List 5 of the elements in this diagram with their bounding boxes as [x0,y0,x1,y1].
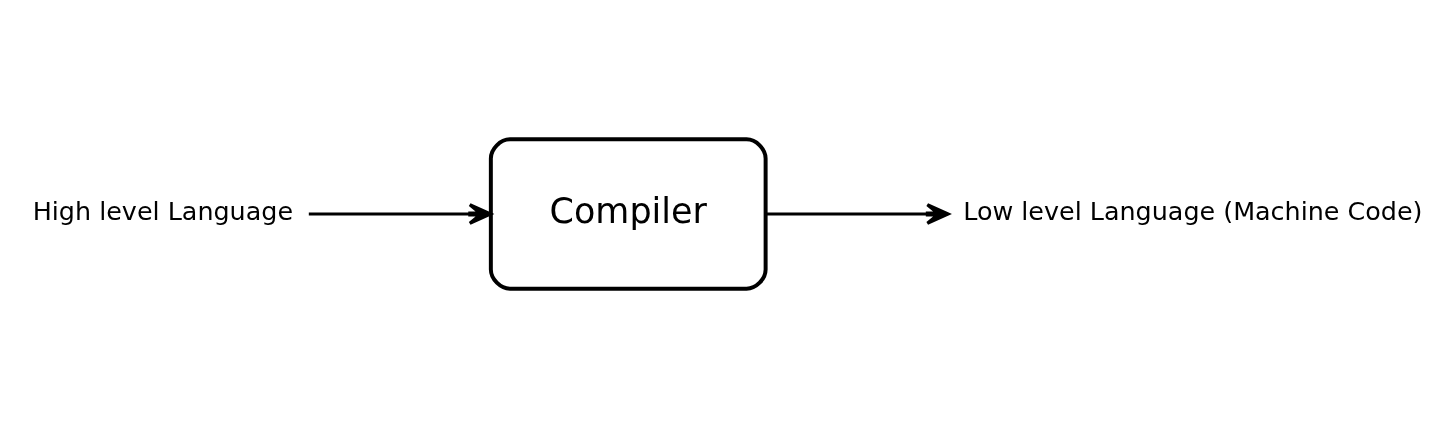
arrow [765,203,950,225]
node-text: High level Language [32,196,294,227]
arrow [308,203,493,225]
node-box: Compiler [488,137,768,291]
node-text: Low level Language (Machine Code) [963,196,1423,227]
